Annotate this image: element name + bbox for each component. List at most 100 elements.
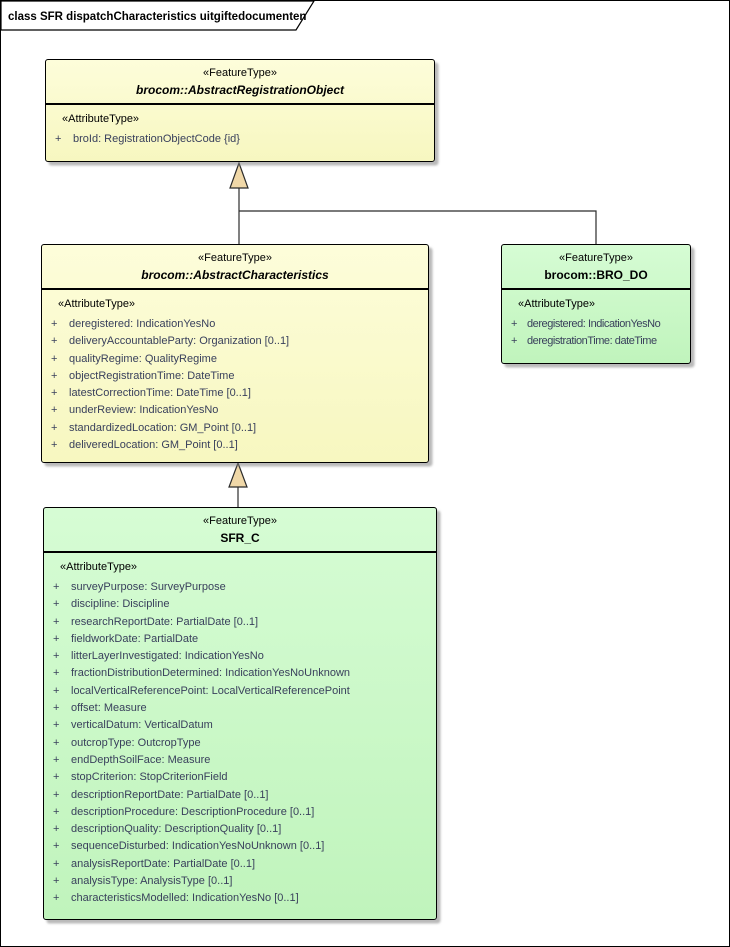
visibility-marker: + <box>53 823 60 836</box>
attribute-row: + localVerticalReferencePoint: LocalVert… <box>44 683 436 700</box>
attribute-text: standardizedLocation: GM_Point [0..1] <box>69 421 257 434</box>
attribute-row: + analysisType: AnalysisType [0..1] <box>44 873 436 890</box>
attribute-text: discipline: Discipline <box>71 598 170 611</box>
attribute-row: + litterLayerInvestigated: IndicationYes… <box>44 648 436 665</box>
attribute-row: + broId: RegistrationObjectCode {id} <box>46 131 434 148</box>
visibility-marker: + <box>51 352 58 365</box>
visibility-marker: + <box>51 404 58 417</box>
attribute-text: fractionDistributionDetermined: Indicati… <box>71 667 351 680</box>
attribute-text: deliveredLocation: GM_Point [0..1] <box>69 439 238 452</box>
frame-tab-shape <box>1 1 315 31</box>
visibility-marker: + <box>51 421 58 434</box>
visibility-marker: + <box>51 335 58 348</box>
generalization-arrow-icon <box>228 461 248 488</box>
visibility-marker: + <box>55 133 62 145</box>
attribute-row: + descriptionReportDate: PartialDate [0.… <box>44 787 436 804</box>
class-box-abstract-characteristics[interactable]: «FeatureType» brocom::AbstractCharacteri… <box>41 244 429 463</box>
class-name: SFR_C <box>220 531 260 545</box>
attribute-stereotype: «AttributeType» <box>58 298 136 310</box>
visibility-marker: + <box>51 439 58 452</box>
class-stereotype: «FeatureType» <box>559 252 633 264</box>
attribute-row: + standardizedLocation: GM_Point [0..1] <box>42 420 428 437</box>
attribute-text: researchReportDate: PartialDate [0..1] <box>71 615 259 628</box>
attribute-row: + deregistrationTime: dateTime <box>502 333 690 350</box>
class-header: «FeatureType» brocom::AbstractRegistrati… <box>46 60 434 105</box>
attribute-row: + descriptionProcedure: DescriptionProce… <box>44 804 436 821</box>
visibility-marker: + <box>53 719 60 732</box>
class-stereotype: «FeatureType» <box>198 252 272 264</box>
attribute-row: + characteristicsModelled: IndicationYes… <box>44 890 436 907</box>
attribute-compartment: «AttributeType» + deregistered: Indicati… <box>502 290 690 351</box>
visibility-marker: + <box>53 702 60 715</box>
visibility-marker: + <box>53 650 60 663</box>
class-box-bro-do[interactable]: «FeatureType» brocom::BRO_DO «AttributeT… <box>501 244 691 364</box>
attribute-row: + deliveredLocation: GM_Point [0..1] <box>42 437 428 454</box>
visibility-marker: + <box>53 632 60 645</box>
visibility-marker: + <box>51 369 58 382</box>
class-name: brocom::AbstractRegistrationObject <box>135 83 345 97</box>
attribute-text: surveyPurpose: SurveyPurpose <box>71 581 226 593</box>
attribute-text: deliveryAccountableParty: Organization [… <box>69 335 290 348</box>
class-header: «FeatureType» brocom::AbstractCharacteri… <box>42 245 428 290</box>
attribute-text: analysisType: AnalysisType [0..1] <box>71 875 233 888</box>
class-stereotype: «FeatureType» <box>203 515 277 527</box>
visibility-marker: + <box>53 805 60 818</box>
attribute-compartment: «AttributeType» + broId: RegistrationObj… <box>46 105 434 148</box>
generalization-arrow-icon <box>229 161 249 189</box>
visibility-marker: + <box>511 318 518 330</box>
attribute-row: + verticalDatum: VerticalDatum <box>44 717 436 734</box>
attribute-compartment: «AttributeType» + surveyPurpose: SurveyP… <box>44 553 436 908</box>
attribute-text: descriptionQuality: DescriptionQuality [… <box>71 823 282 836</box>
visibility-marker: + <box>51 387 58 400</box>
attribute-stereotype: «AttributeType» <box>518 298 596 310</box>
attribute-row: + endDepthSoilFace: Measure <box>44 752 436 769</box>
visibility-marker: + <box>53 771 60 784</box>
attribute-text: sequenceDisturbed: IndicationYesNoUnknow… <box>71 840 325 853</box>
class-stereotype: «FeatureType» <box>203 67 277 79</box>
attribute-row: + sequenceDisturbed: IndicationYesNoUnkn… <box>44 838 436 855</box>
class-name: brocom::BRO_DO <box>544 268 648 282</box>
class-box-abstract-registration-object[interactable]: «FeatureType» brocom::AbstractRegistrati… <box>45 59 435 162</box>
attribute-row: + fieldworkDate: PartialDate <box>44 631 436 648</box>
attribute-stereotype: «AttributeType» <box>60 561 138 573</box>
attribute-row: + deregistered: IndicationYesNo <box>42 316 428 333</box>
visibility-marker: + <box>53 840 60 853</box>
attribute-row: + fractionDistributionDetermined: Indica… <box>44 665 436 682</box>
attribute-compartment: «AttributeType» + deregistered: Indicati… <box>42 290 428 454</box>
attribute-text: fieldworkDate: PartialDate <box>71 632 199 645</box>
class-header: «FeatureType» brocom::BRO_DO <box>502 245 690 290</box>
visibility-marker: + <box>53 684 60 697</box>
attribute-row: + outcropType: OutcropType <box>44 735 436 752</box>
attribute-row: + surveyPurpose: SurveyPurpose <box>44 579 436 596</box>
attribute-text: deregistrationTime: dateTime <box>527 335 657 348</box>
visibility-marker: + <box>53 753 60 766</box>
attribute-text: latestCorrectionTime: DateTime [0..1] <box>69 387 251 400</box>
attribute-text: descriptionReportDate: PartialDate [0..1… <box>71 788 269 801</box>
visibility-marker: + <box>53 892 60 905</box>
visibility-marker: + <box>53 598 60 611</box>
attribute-text: deregistered: IndicationYesNo <box>527 318 661 330</box>
visibility-marker: + <box>53 736 60 749</box>
attribute-text: broId: RegistrationObjectCode {id} <box>73 133 240 145</box>
attribute-row: + objectRegistrationTime: DateTime <box>42 368 428 385</box>
class-box-sfr-c[interactable]: «FeatureType» SFR_C «AttributeType» + su… <box>43 507 437 920</box>
attribute-text: stopCriterion: StopCriterionField <box>71 771 228 784</box>
attribute-text: descriptionProcedure: DescriptionProcedu… <box>71 805 315 818</box>
class-header: «FeatureType» SFR_C <box>44 508 436 553</box>
frame-title-tab: class SFR dispatchCharacteristics uitgif… <box>1 1 315 31</box>
attribute-row: + stopCriterion: StopCriterionField <box>44 769 436 786</box>
visibility-marker: + <box>53 788 60 801</box>
attribute-text: qualityRegime: QualityRegime <box>69 352 217 365</box>
attribute-text: objectRegistrationTime: DateTime <box>69 369 235 382</box>
visibility-marker: + <box>511 335 518 348</box>
attribute-row: + researchReportDate: PartialDate [0..1] <box>44 614 436 631</box>
attribute-stereotype: «AttributeType» <box>62 113 140 125</box>
generalization-line-bro-do <box>239 210 597 244</box>
attribute-text: endDepthSoilFace: Measure <box>71 753 211 766</box>
attribute-text: characteristicsModelled: IndicationYesNo… <box>71 892 299 905</box>
attribute-text: underReview: IndicationYesNo <box>69 404 219 417</box>
visibility-marker: + <box>53 615 60 628</box>
attribute-text: verticalDatum: VerticalDatum <box>71 719 213 732</box>
attribute-row: + descriptionQuality: DescriptionQuality… <box>44 821 436 838</box>
visibility-marker: + <box>53 581 60 593</box>
